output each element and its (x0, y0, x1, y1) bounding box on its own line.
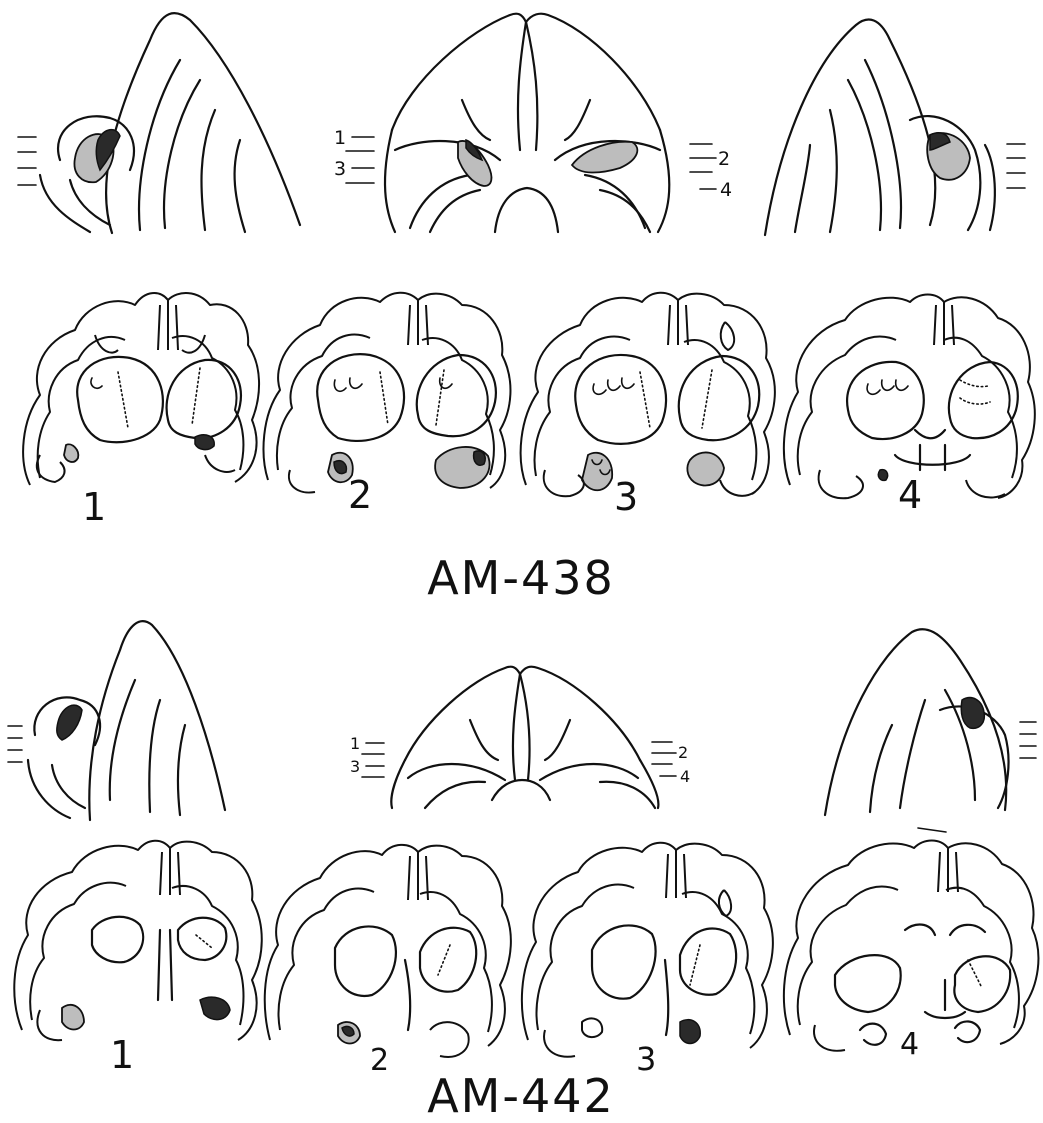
section-label-2: 2 (348, 473, 372, 517)
panel-am-442: 1 3 2 4 (8, 621, 1038, 1123)
level-ticks-right-lateral-b (1020, 722, 1036, 758)
lateral-view-right-b (825, 629, 1036, 815)
level-ticks-left-lateral (18, 137, 36, 185)
lateral-view-left (18, 13, 300, 233)
coronal-section-2: 2 (264, 293, 511, 517)
level-ticks-center-left: 1 3 (334, 127, 374, 183)
coronal-section-1: 1 (23, 293, 259, 529)
coronal-sections-am-438: 1 2 (23, 293, 1035, 529)
tick-label-3-b: 3 (350, 757, 360, 776)
section-label-3: 3 (614, 475, 638, 519)
level-ticks-center-right-b: 2 4 (652, 742, 690, 786)
coronal-section-1-b: 1 (14, 841, 261, 1077)
section-label-4: 4 (898, 473, 922, 517)
tick-label-4: 4 (720, 179, 732, 201)
panel-title-am-442: AM-442 (427, 1069, 615, 1123)
section-label-1: 1 (82, 485, 106, 529)
level-ticks-right-lateral (1007, 144, 1025, 188)
section-label-2-b: 2 (370, 1043, 389, 1078)
section-label-1-b: 1 (110, 1033, 134, 1077)
tick-label-1-b: 1 (350, 734, 360, 753)
lateral-view-right (765, 20, 1025, 235)
coronal-sections-am-442: 1 2 (14, 828, 1038, 1078)
lateral-view-left-b (8, 621, 225, 820)
level-ticks-center-right: 2 4 (690, 144, 732, 201)
ventral-view-center: 1 3 2 4 (334, 14, 732, 232)
tick-label-1: 1 (334, 127, 346, 149)
level-ticks-center-left-b: 1 3 (350, 734, 384, 777)
tick-label-3: 3 (334, 158, 346, 180)
tick-label-4-b: 4 (680, 767, 690, 786)
section-label-3-b: 3 (636, 1040, 656, 1078)
panel-am-438: 1 3 2 4 (18, 13, 1035, 605)
coronal-section-3: 3 (521, 293, 775, 519)
coronal-section-3-b: 3 (522, 843, 773, 1078)
tick-label-2-b: 2 (678, 743, 688, 762)
section-label-4-b: 4 (900, 1027, 919, 1062)
ventral-view-center-b: 1 3 2 4 (350, 667, 690, 808)
level-ticks-left-lateral-b (8, 726, 22, 762)
panel-title-am-438: AM-438 (427, 551, 615, 605)
tick-label-2: 2 (718, 148, 730, 170)
coronal-section-2-b: 2 (265, 845, 511, 1078)
coronal-section-4-b: 4 (784, 828, 1039, 1062)
coronal-section-4: 4 (784, 295, 1035, 518)
